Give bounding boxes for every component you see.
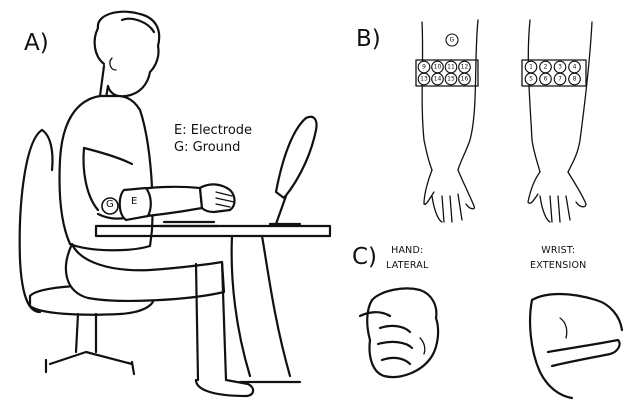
ground-marker-label: G: [106, 200, 114, 210]
gesture-wrist-extension-label: WRIST: EXTENSION: [530, 246, 586, 270]
legend-ground: G: Ground: [174, 141, 240, 154]
panel-a-label: A): [24, 32, 49, 55]
panel-b-label: B): [356, 28, 381, 51]
legend-electrode: E: Electrode: [174, 124, 252, 137]
gesture-hand-lateral-label: HAND: LATERAL: [386, 246, 429, 270]
electrode-marker-label: E: [131, 197, 137, 207]
panel-c-label: C): [352, 246, 377, 269]
